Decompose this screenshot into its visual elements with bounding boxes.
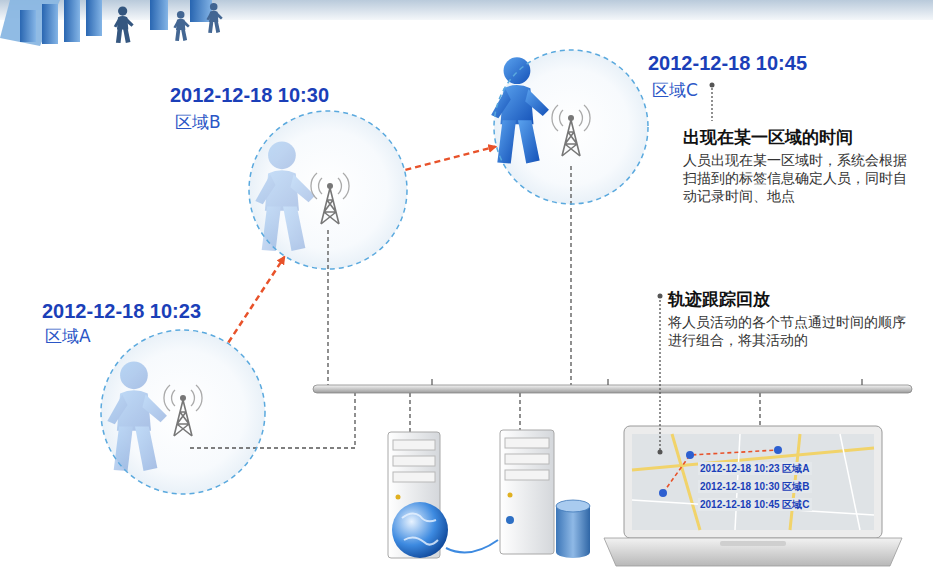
zone-outline-circle xyxy=(249,111,407,269)
movement-arrow xyxy=(405,147,495,170)
zone-circle: 2012-12-18 10:23区域A xyxy=(100,329,266,495)
callout-text: 将人员活动的各个节点通过时间的顺序进行组合，将其活动的 xyxy=(668,313,913,349)
zone-outline xyxy=(493,49,649,205)
zone-outline xyxy=(100,329,266,495)
callout-heading: 出现在某一区域的时间 xyxy=(683,126,853,148)
zone-outline-circle xyxy=(101,330,265,494)
zone-outline-circle xyxy=(494,50,648,204)
timestamp: 2012-12-18 10:23 xyxy=(42,300,201,322)
zone-name: 区域C xyxy=(652,80,698,100)
callout-heading: 轨迹跟踪回放 xyxy=(668,288,770,310)
zone-name: 区域B xyxy=(175,112,221,132)
zone-circle: 2012-12-18 10:45区域C xyxy=(493,49,649,205)
zone-outline xyxy=(248,110,408,270)
callout-text: 人员出现在某一区域时，系统会根据扫描到的标签信息确定人员，同时自动记录时间、地点 xyxy=(683,151,911,205)
timestamp: 2012-12-18 10:30 xyxy=(170,84,329,106)
timestamp: 2012-12-18 10:45 xyxy=(648,52,807,74)
zone-name: 区域A xyxy=(45,326,91,346)
zone-circle: 2012-12-18 10:30区域B xyxy=(248,110,408,270)
screen-record: 2012-12-18 10:30 区域B xyxy=(698,480,812,493)
screen-record: 2012-12-18 10:23 区域A xyxy=(698,462,812,475)
screen-record: 2012-12-18 10:45 区域C xyxy=(698,498,812,511)
movement-arrow xyxy=(228,257,284,343)
